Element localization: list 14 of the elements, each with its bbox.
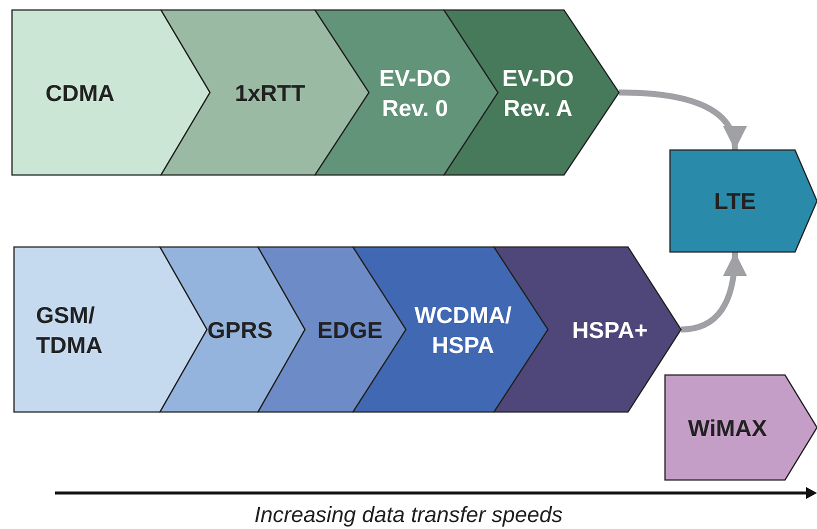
stage-label: WiMAX [688, 414, 767, 442]
stage-label: EV-DO Rev. 0 [378, 64, 452, 122]
axis-caption: Increasing data transfer speeds [254, 502, 563, 528]
stage-label: GPRS [207, 316, 273, 344]
stage-label: LTE [714, 187, 756, 216]
stage-label: 1xRTT [234, 78, 306, 108]
stage-label: WCDMA/ HSPA [413, 300, 513, 360]
stage-label: GSM/ TDMA [36, 300, 104, 360]
stage-label: EDGE [317, 316, 383, 344]
stage-label: EV-DO Rev. A [501, 64, 575, 122]
stage-label: HSPA+ [572, 316, 648, 344]
curved-arrow [680, 252, 746, 332]
stage-label: CDMA [46, 78, 114, 108]
curved-arrow [618, 90, 745, 150]
